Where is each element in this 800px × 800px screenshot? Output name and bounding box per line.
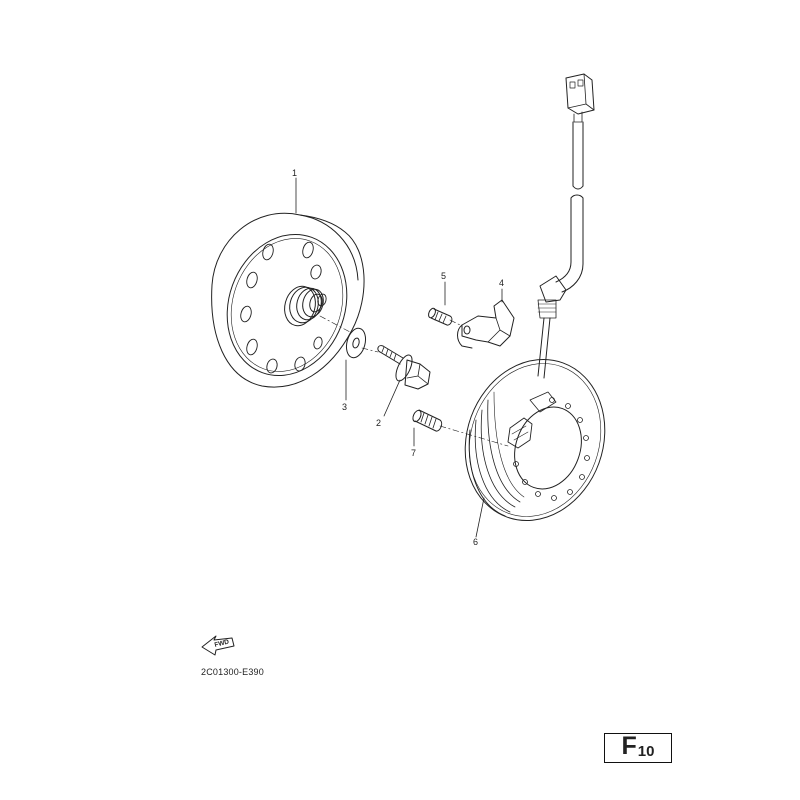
fwd-arrow: FWD xyxy=(201,635,235,656)
wire-clamp xyxy=(457,299,515,349)
rotor-assembly xyxy=(211,212,365,388)
leader-lines xyxy=(295,177,503,538)
rotor-hub xyxy=(284,285,324,327)
callout-1: 1 xyxy=(292,168,298,178)
stator-assembly xyxy=(464,359,606,521)
rotor-holes xyxy=(240,241,327,374)
page-reference-tag: F 10 xyxy=(604,733,672,763)
washer xyxy=(345,327,367,359)
diagram-code: 2C01300-E390 xyxy=(201,667,264,677)
callout-2: 2 xyxy=(376,418,382,428)
wire-harness xyxy=(537,73,595,379)
page-reference-number: 10 xyxy=(637,743,655,760)
callout-4: 4 xyxy=(499,278,505,288)
callout-6: 6 xyxy=(473,537,479,547)
page-reference-letter: F xyxy=(621,732,637,760)
screw-small xyxy=(428,307,453,326)
stator-holes xyxy=(513,397,590,501)
flange-bolt xyxy=(377,345,431,390)
screw-stator xyxy=(412,409,443,432)
callout-7: 7 xyxy=(411,448,417,458)
assembly-centerlines xyxy=(319,315,509,447)
fwd-arrow-label: FWD xyxy=(214,638,230,648)
callout-3: 3 xyxy=(342,402,348,412)
callout-5: 5 xyxy=(441,271,447,281)
